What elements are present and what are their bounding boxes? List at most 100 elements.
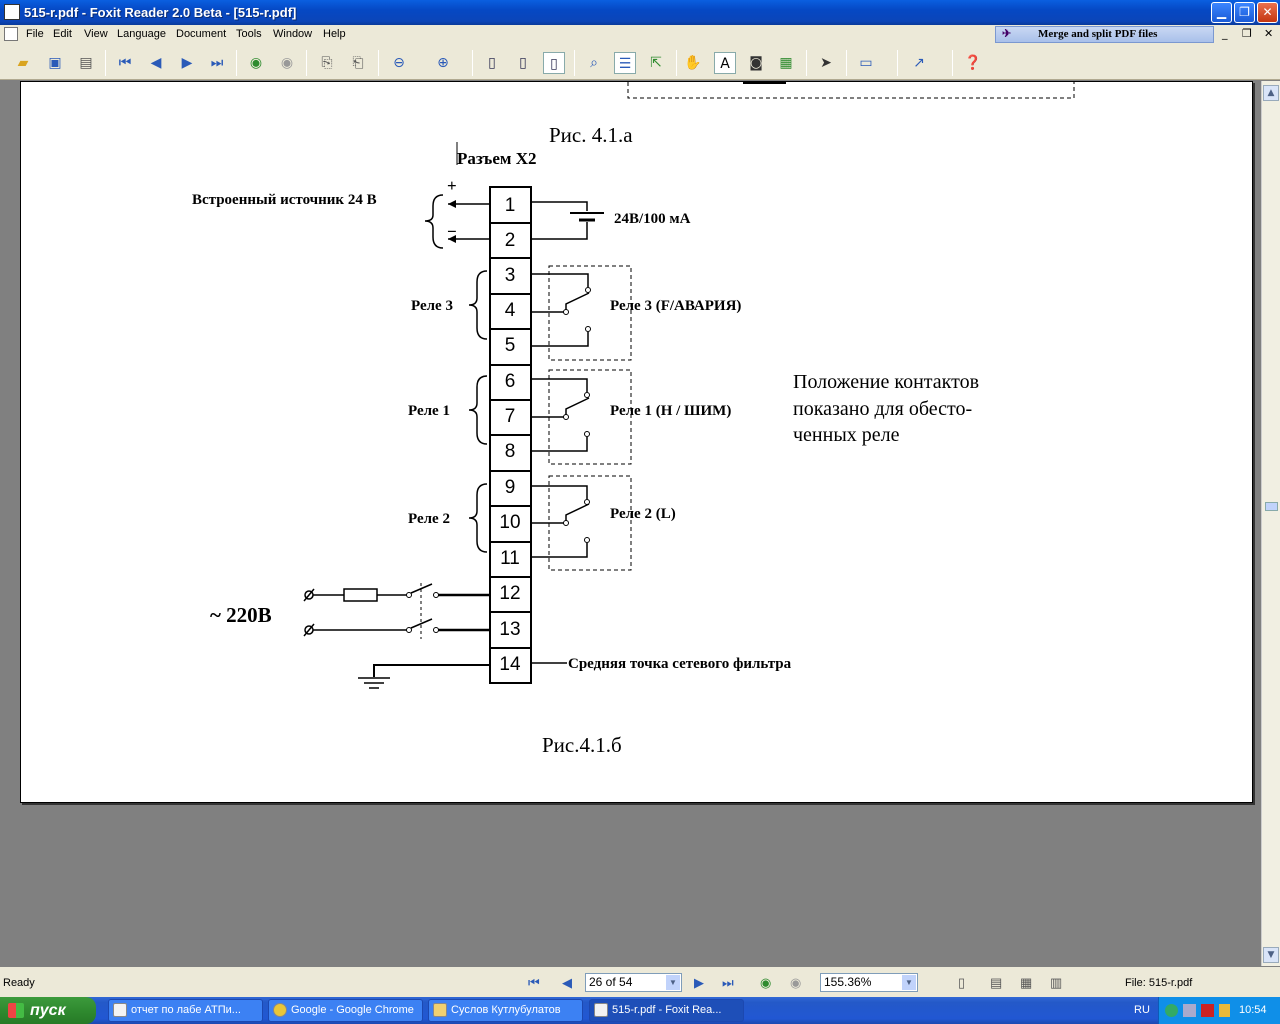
maximize-button[interactable]: ❐ bbox=[1234, 2, 1255, 23]
note-line-3: ченных реле bbox=[793, 424, 900, 446]
next-page-icon[interactable]: ▶ bbox=[694, 975, 704, 990]
scroll-up-icon[interactable]: ▲ bbox=[1263, 85, 1279, 101]
note-line-2: показано для обесто- bbox=[793, 398, 972, 420]
find-icon[interactable]: ⌕ bbox=[590, 55, 598, 71]
document-icon[interactable] bbox=[4, 27, 18, 41]
menu-view[interactable]: View bbox=[84, 28, 108, 40]
print-icon[interactable]: ▤ bbox=[79, 55, 93, 71]
back-icon[interactable]: ◉ bbox=[249, 55, 263, 71]
chevron-down-icon[interactable]: ▼ bbox=[902, 975, 916, 990]
scroll-thumb[interactable] bbox=[1265, 502, 1278, 511]
next-page-icon[interactable]: ▶ bbox=[181, 55, 193, 71]
chevron-down-icon[interactable]: ▼ bbox=[666, 975, 680, 990]
facing-icon[interactable]: ▦ bbox=[1020, 975, 1033, 990]
menu-help[interactable]: Help bbox=[323, 28, 346, 40]
menu-tools[interactable]: Tools bbox=[236, 28, 262, 40]
fig-b-caption: Рис.4.1.б bbox=[542, 733, 622, 757]
menu-window[interactable]: Window bbox=[273, 28, 313, 40]
typewriter-icon[interactable]: ↗ bbox=[913, 55, 925, 71]
last-page-icon[interactable]: ⏭ bbox=[722, 975, 734, 990]
bookmark-panel-icon[interactable]: ☰ bbox=[614, 52, 636, 74]
fig-a-caption: Рис. 4.1.а bbox=[549, 123, 633, 147]
forward-icon[interactable]: ◉ bbox=[790, 975, 802, 990]
terminal-label: 8 bbox=[505, 441, 516, 462]
antivirus-icon[interactable] bbox=[1201, 1004, 1214, 1017]
status-bar: Ready ⏮ ◀ 26 of 54 ▼ ▶ ⏭ ◉ ◉ 155.36% ▼ ▯… bbox=[0, 967, 1280, 997]
continuous-facing-icon[interactable]: ▥ bbox=[1050, 975, 1063, 990]
paste-icon[interactable]: ⎗ bbox=[352, 55, 364, 71]
first-page-icon[interactable]: ⏮ bbox=[528, 975, 540, 990]
mdi-minimize-button[interactable]: _ bbox=[1222, 27, 1228, 40]
open-icon[interactable]: ▰ bbox=[17, 55, 29, 71]
zoom-value: 155.36% bbox=[824, 975, 872, 989]
scroll-down-icon[interactable]: ▼ bbox=[1263, 947, 1279, 963]
copy-icon[interactable]: ⎘ bbox=[321, 55, 333, 71]
single-page-icon[interactable]: ▯ bbox=[958, 975, 966, 990]
prev-page-icon[interactable]: ◀ bbox=[562, 975, 572, 990]
terminal-label: 7 bbox=[505, 406, 516, 427]
page-number-input[interactable]: 26 of 54 ▼ bbox=[585, 973, 682, 992]
foxit-app-icon[interactable] bbox=[4, 4, 20, 20]
merge-split-banner[interactable]: ✈ Merge and split PDF files bbox=[995, 26, 1214, 43]
page-number-value: 26 of 54 bbox=[589, 975, 633, 989]
first-page-icon[interactable]: ⏮ bbox=[118, 55, 132, 71]
foxit-icon bbox=[594, 1003, 608, 1017]
terminal-label: 5 bbox=[505, 335, 516, 356]
select-icon[interactable]: ➤ bbox=[820, 55, 832, 71]
connector-title: Разъем Х2 bbox=[457, 149, 537, 168]
annotation-icon[interactable]: ▭ bbox=[859, 55, 873, 71]
help-icon[interactable]: ❓ bbox=[964, 55, 982, 71]
forward-icon[interactable]: ◉ bbox=[280, 55, 294, 71]
back-icon[interactable]: ◉ bbox=[760, 975, 772, 990]
menu-language[interactable]: Language bbox=[117, 28, 166, 40]
minimize-button[interactable]: ▁ bbox=[1211, 2, 1232, 23]
zoom-in-icon[interactable]: ⊕ bbox=[437, 55, 449, 71]
facing-icon[interactable]: ▯ bbox=[543, 52, 565, 74]
relay-1: Реле 1 Реле 1 (Н / ШИМ) bbox=[408, 369, 731, 465]
menu-document[interactable]: Document bbox=[176, 28, 227, 40]
tray-app-icon[interactable] bbox=[1165, 1004, 1178, 1017]
export-icon[interactable]: ⇱ bbox=[650, 55, 662, 71]
menu-edit[interactable]: Edit bbox=[53, 28, 72, 40]
pin-icon: ✈ bbox=[1002, 28, 1012, 40]
mdi-close-button[interactable]: ✕ bbox=[1264, 27, 1274, 40]
builtin-source-label: Встроенный источник 24 В bbox=[192, 192, 377, 208]
hand-tool-icon[interactable]: ✋ bbox=[684, 55, 702, 71]
single-page-icon[interactable]: ▯ bbox=[488, 55, 496, 71]
vertical-scrollbar[interactable]: ▲ ▼ bbox=[1261, 81, 1280, 966]
zoom-out-icon[interactable]: ⊖ bbox=[393, 55, 405, 71]
relay1-label: Реле 1 (Н / ШИМ) bbox=[610, 403, 731, 419]
continuous-icon[interactable]: ▯ bbox=[519, 55, 527, 71]
continuous-icon[interactable]: ▤ bbox=[990, 975, 1003, 990]
mdi-restore-button[interactable]: ❐ bbox=[1242, 27, 1252, 40]
close-icon: ✕ bbox=[1262, 5, 1273, 19]
language-indicator[interactable]: RU bbox=[1134, 1004, 1150, 1016]
close-button[interactable]: ✕ bbox=[1257, 2, 1278, 23]
lock-icon[interactable] bbox=[1219, 1004, 1230, 1017]
mains-label: ~ 220В bbox=[210, 603, 272, 627]
terminal-label: 9 bbox=[505, 477, 516, 498]
prev-page-icon[interactable]: ◀ bbox=[150, 55, 162, 71]
maximize-icon: ❐ bbox=[1239, 5, 1250, 19]
zoom-select[interactable]: 155.36% ▼ bbox=[820, 973, 918, 992]
taskbar-item-word[interactable]: отчет по лабе АТПи... bbox=[108, 999, 263, 1022]
network-icon[interactable] bbox=[1183, 1004, 1196, 1017]
menu-file[interactable]: File bbox=[26, 28, 44, 40]
terminal-label: 1 bbox=[505, 195, 516, 216]
clock: 10:54 bbox=[1239, 1004, 1267, 1016]
taskbar-item-folder[interactable]: Суслов Кутлубулатов bbox=[428, 999, 583, 1022]
start-button[interactable]: пуск bbox=[0, 997, 96, 1024]
minimize-icon: ▁ bbox=[1216, 5, 1227, 19]
relay2-label: Реле 2 (L) bbox=[610, 506, 676, 522]
terminal-label: 12 bbox=[499, 583, 520, 604]
last-page-icon[interactable]: ⏭ bbox=[210, 55, 224, 71]
image-icon[interactable]: ▦ bbox=[779, 55, 793, 71]
text-select-icon[interactable]: A bbox=[714, 52, 736, 74]
system-tray: 10:54 bbox=[1158, 997, 1280, 1024]
snapshot-icon[interactable]: ◙ bbox=[749, 55, 763, 71]
taskbar-item-foxit[interactable]: 515-r.pdf - Foxit Rea... bbox=[589, 999, 744, 1022]
terminal-label: 4 bbox=[505, 300, 516, 321]
taskbar-item-chrome[interactable]: Google - Google Chrome bbox=[268, 999, 423, 1022]
save-icon[interactable]: ▣ bbox=[48, 55, 62, 71]
chrome-icon bbox=[273, 1003, 287, 1017]
